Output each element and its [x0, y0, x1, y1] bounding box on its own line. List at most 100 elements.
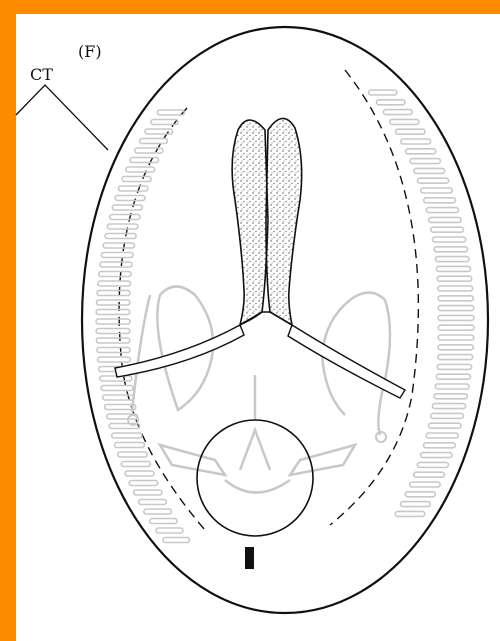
wall-segment-right: [405, 492, 435, 497]
wall-segment-left: [115, 196, 145, 201]
wall-segment-left: [140, 139, 168, 144]
wall-segment-right: [383, 110, 412, 115]
wall-segment-right: [421, 188, 452, 193]
ct-callout-line: [16, 85, 108, 150]
wall-segment-left: [118, 452, 147, 457]
wall-segment-right: [396, 129, 425, 134]
wall-segment-right: [434, 394, 467, 399]
lobe-stalk-left: [132, 295, 150, 412]
wall-segment-right: [424, 198, 456, 203]
wall-segment-left: [100, 376, 132, 381]
wall-segment-left: [115, 443, 145, 448]
wall-segment-right: [390, 119, 419, 124]
wall-segment-right: [421, 453, 452, 458]
posterior-pore: [245, 547, 254, 569]
central-vesicle: [197, 420, 313, 536]
wall-segment-right: [438, 345, 473, 350]
wall-segment-right: [431, 413, 464, 418]
wall-segment-right: [426, 208, 458, 213]
wall-segment-right: [376, 100, 404, 105]
wall-segment-right: [437, 276, 472, 281]
wall-segment-left: [96, 329, 130, 334]
wall-segment-left: [125, 471, 154, 476]
wall-segment-right: [438, 306, 474, 311]
wall-segment-left: [150, 519, 177, 524]
wall-segment-right: [401, 139, 431, 144]
wall-segment-right: [438, 286, 473, 291]
wall-segment-left: [98, 357, 131, 362]
wall-segment-right: [417, 178, 448, 183]
wall-segment-left: [121, 462, 150, 467]
wall-segment-right: [395, 511, 424, 516]
wall-segment-left: [135, 148, 163, 153]
wall-segment-left: [97, 291, 130, 296]
duct-left: [115, 325, 244, 377]
wall-segment-right: [433, 237, 466, 242]
wall-segment-left: [96, 338, 129, 343]
wall-segment-right: [426, 433, 458, 438]
wall-segment-left: [96, 319, 130, 324]
wall-segment-left: [99, 272, 131, 277]
border-top: [0, 0, 500, 14]
wall-segment-right: [432, 404, 465, 409]
wall-segment-right: [435, 257, 469, 262]
wall-segment-left: [122, 177, 151, 182]
lobe-tip-right: [376, 432, 386, 442]
wall-segment-left: [130, 158, 158, 163]
process-center: [240, 430, 270, 470]
wall-segment-left: [105, 234, 136, 239]
wall-segment-left: [103, 395, 134, 400]
wall-segment-left: [151, 120, 178, 125]
wall-segment-right: [417, 462, 448, 467]
wall-segment-right: [369, 90, 397, 95]
wall-segment-left: [144, 509, 172, 514]
wall-segment-left: [97, 348, 130, 353]
wall-segment-left: [107, 224, 138, 229]
wall-segment-right: [438, 335, 473, 340]
wall-segment-left: [100, 262, 132, 267]
wall-segment-right: [435, 384, 469, 389]
wall-segment-right: [438, 355, 473, 360]
wall-segment-right: [438, 325, 474, 330]
wall-segment-left: [129, 481, 158, 486]
wall-segment-right: [401, 502, 431, 507]
wall-segment-right: [424, 443, 456, 448]
wall-segment-left: [157, 110, 184, 115]
wall-segment-right: [414, 472, 445, 477]
ct-label: CT: [30, 65, 53, 84]
wall-segment-right: [438, 315, 474, 320]
wall-segment-left: [126, 167, 155, 172]
wall-segment-right: [436, 374, 470, 379]
wall-segment-right: [429, 423, 461, 428]
wall-segment-left: [134, 490, 162, 495]
wall-segment-left: [156, 528, 183, 533]
wall-segment-left: [163, 538, 190, 543]
wall-segment-left: [103, 243, 134, 248]
stippled-lobe-left: [232, 120, 268, 325]
wall-segment-right: [437, 364, 471, 369]
border-left: [0, 0, 16, 641]
segmented-band-right: [369, 90, 474, 516]
wall-segment-right: [410, 159, 440, 164]
panel-label: (F): [78, 42, 102, 61]
wall-segment-right: [431, 227, 464, 232]
wall-segment-right: [410, 482, 440, 487]
stippled-lobe-right: [266, 118, 302, 325]
wall-segment-left: [110, 215, 140, 220]
wall-segment-left: [118, 186, 147, 191]
wall-segment-left: [96, 300, 129, 305]
wall-segment-right: [429, 217, 461, 222]
wall-segment-left: [139, 500, 167, 505]
wall-segment-right: [436, 266, 470, 271]
process-left: [160, 445, 225, 475]
wall-segment-right: [438, 296, 473, 301]
wall-segment-left: [101, 386, 133, 391]
wall-segment-left: [145, 129, 172, 134]
wall-segment-left: [101, 253, 133, 258]
wall-segment-left: [96, 310, 130, 315]
process-arc: [225, 480, 290, 493]
process-right: [290, 445, 355, 475]
wall-segment-left: [98, 281, 131, 286]
